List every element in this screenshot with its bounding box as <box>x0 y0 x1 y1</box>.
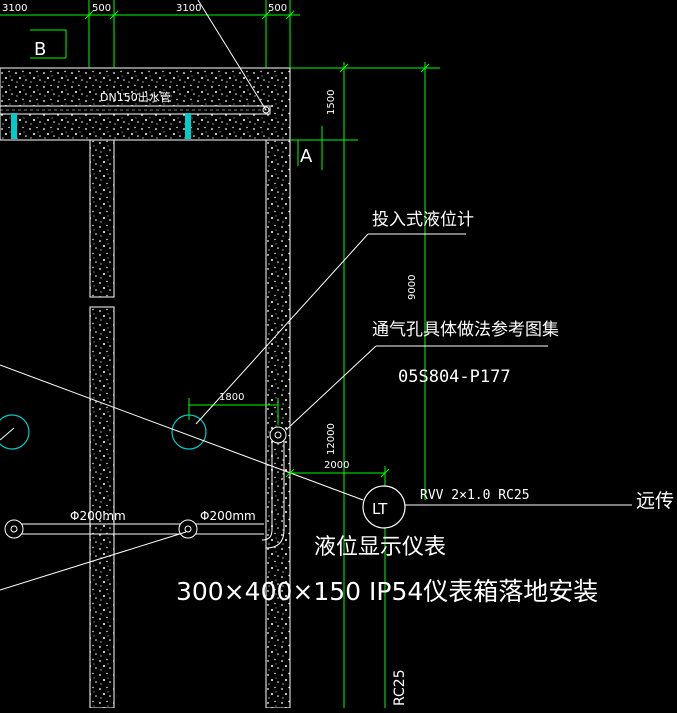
level-sensor-left <box>0 414 30 450</box>
inner-wall-lower <box>89 306 115 709</box>
leader-lines <box>0 0 548 591</box>
section-mark-a-label: A <box>300 146 313 167</box>
dim-v-1500: 1500 <box>326 90 337 115</box>
pipe-support-right <box>185 113 191 139</box>
lt-instrument[interactable]: LT <box>362 485 406 529</box>
inner-wall-upper <box>89 139 115 298</box>
dn150-pipe-end <box>262 106 270 114</box>
phi200-pipe <box>4 519 264 539</box>
vertical-dimensions <box>290 62 440 708</box>
phi200-joint-left <box>4 519 24 539</box>
top-slab <box>0 67 291 141</box>
dim-v-9000: 9000 <box>407 275 418 300</box>
dim-top-500-b: 500 <box>268 3 287 14</box>
instrument-box-spec: 300×400×150 IP54仪表箱落地安装 <box>176 577 598 606</box>
conduit-label: RC25 <box>392 669 408 706</box>
callout-vent-hole: 通气孔具体做法参考图集 <box>372 320 559 340</box>
dim-1800-line <box>188 398 279 425</box>
top-dimensions <box>0 0 300 68</box>
dn150-pipe: DN150出水管 <box>0 90 271 139</box>
instrument-title: 液位显示仪表 <box>314 535 446 560</box>
dn150-pipe-label: DN150出水管 <box>100 90 171 104</box>
phi200-label-right: Φ200mm <box>200 509 256 523</box>
phi200-joint-right <box>178 519 198 539</box>
pipe-support-left <box>11 113 17 139</box>
remote-label: 远传 <box>636 490 674 512</box>
tank-walls <box>0 67 291 709</box>
section-mark-a: A <box>290 126 358 170</box>
lt-instrument-tag: LT <box>372 500 388 518</box>
vent-pipe-top <box>269 426 287 444</box>
dim-h-2000: 2000 <box>324 460 349 471</box>
dim-top-3100-b: 3100 <box>176 3 201 14</box>
dim-top-3100-a: 3100 <box>2 3 27 14</box>
level-sensor-right <box>171 414 207 450</box>
dim-top-500-a: 500 <box>92 3 111 14</box>
lt-instrument-circle[interactable] <box>362 485 406 529</box>
section-mark-b: B <box>30 29 67 60</box>
callout-level-gauge: 投入式液位计 <box>372 210 474 230</box>
phi200-label-left: Φ200mm <box>70 509 126 523</box>
callout-atlas-ref: 05S804-P177 <box>398 367 511 387</box>
dim-v-12000: 12000 <box>326 423 337 455</box>
section-mark-b-label: B <box>34 39 46 60</box>
vent-pipe <box>261 426 287 549</box>
cable-spec: RVV 2×1.0 RC25 <box>420 488 530 503</box>
dim-h-1800: 1800 <box>219 392 244 403</box>
